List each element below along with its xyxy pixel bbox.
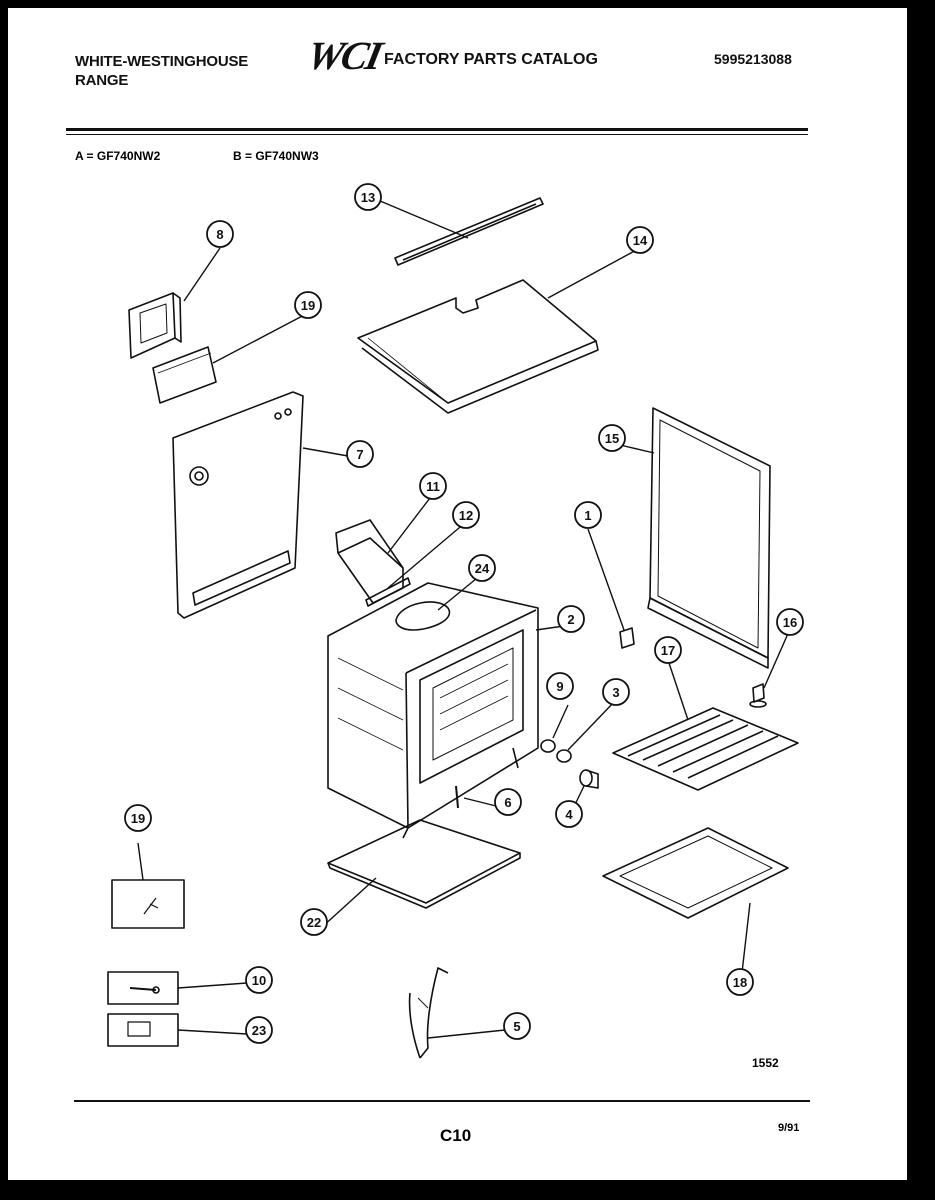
part-4-knob bbox=[579, 769, 599, 789]
svg-text:13: 13 bbox=[361, 190, 375, 205]
callout-19: 19 bbox=[124, 804, 152, 832]
callout-21: 19 bbox=[294, 291, 322, 319]
exploded-parts-diagram: 13 14 8 19 7 11 12 24 2 15 1 16 17 9 3 4… bbox=[107, 183, 804, 1059]
callout-13: 13 bbox=[354, 183, 382, 211]
callout-17: 17 bbox=[654, 636, 682, 664]
brand-name: WHITE-WESTINGHOUSE bbox=[75, 53, 249, 70]
svg-text:1: 1 bbox=[584, 508, 591, 523]
part-16-leg bbox=[749, 683, 767, 708]
callout-5: 5 bbox=[503, 1012, 531, 1040]
callout-10: 10 bbox=[245, 966, 273, 994]
svg-text:2: 2 bbox=[567, 612, 574, 627]
callout-15: 15 bbox=[598, 424, 626, 452]
part-15-door-frame bbox=[647, 407, 771, 669]
part-10-hardware-box bbox=[107, 971, 179, 1005]
product-type: RANGE bbox=[75, 72, 129, 89]
callout-4: 4 bbox=[555, 800, 583, 828]
callout-9: 9 bbox=[546, 672, 574, 700]
svg-text:8: 8 bbox=[216, 227, 223, 242]
callout-3: 3 bbox=[602, 678, 630, 706]
svg-text:10: 10 bbox=[252, 973, 266, 988]
page-number: C10 bbox=[440, 1126, 472, 1145]
catalog-sheet: WHITE-WESTINGHOUSE RANGE WCI FACTORY PAR… bbox=[8, 8, 907, 1180]
svg-text:16: 16 bbox=[783, 615, 797, 630]
brand-block: WHITE-WESTINGHOUSE RANGE bbox=[75, 52, 248, 90]
part-9-knob bbox=[540, 739, 556, 753]
figure-number: 1552 bbox=[752, 1056, 779, 1070]
part-11-flue bbox=[335, 519, 404, 604]
part-14-top-panel bbox=[357, 279, 599, 414]
svg-text:3: 3 bbox=[612, 685, 619, 700]
part-17-oven-rack bbox=[612, 707, 799, 791]
model-b: B = GF740NW3 bbox=[233, 149, 319, 163]
svg-text:15: 15 bbox=[605, 431, 619, 446]
svg-text:24: 24 bbox=[475, 561, 490, 576]
callout-22: 22 bbox=[300, 908, 328, 936]
callout-11: 11 bbox=[419, 472, 447, 500]
part-2-oven-body bbox=[327, 582, 539, 839]
part-19-hardware-box bbox=[111, 879, 185, 929]
svg-text:23: 23 bbox=[252, 1023, 266, 1038]
part-8-bracket bbox=[128, 292, 182, 359]
callout-24: 24 bbox=[468, 554, 496, 582]
callout-18: 18 bbox=[726, 968, 754, 996]
svg-text:9: 9 bbox=[556, 679, 563, 694]
svg-text:5: 5 bbox=[513, 1019, 520, 1034]
callout-1: 1 bbox=[574, 501, 602, 529]
footer-rule bbox=[74, 1100, 810, 1102]
svg-text:12: 12 bbox=[459, 508, 473, 523]
svg-text:22: 22 bbox=[307, 915, 321, 930]
svg-text:19: 19 bbox=[301, 298, 315, 313]
catalog-number: 5995213088 bbox=[714, 51, 792, 67]
callout-8: 8 bbox=[206, 220, 234, 248]
callout-2: 2 bbox=[557, 605, 585, 633]
part-23-hardware-box bbox=[107, 1013, 179, 1047]
callout-7: 7 bbox=[346, 440, 374, 468]
callout-14: 14 bbox=[626, 226, 654, 254]
part-21-small-bracket bbox=[152, 346, 217, 404]
svg-text:6: 6 bbox=[504, 795, 511, 810]
part-22-bottom-panel bbox=[327, 819, 521, 909]
part-7-rear-panel bbox=[172, 391, 304, 619]
callout-23: 23 bbox=[245, 1016, 273, 1044]
header-rule-bottom bbox=[66, 134, 808, 135]
part-5-spring-clip bbox=[408, 967, 449, 1059]
part-12-spacer bbox=[365, 577, 411, 607]
callout-12: 12 bbox=[452, 501, 480, 529]
revision-date: 9/91 bbox=[778, 1122, 800, 1134]
svg-text:17: 17 bbox=[661, 643, 675, 658]
catalog-title: FACTORY PARTS CATALOG bbox=[384, 51, 598, 68]
part-3-knob bbox=[556, 749, 572, 763]
part-1-small-clip bbox=[619, 627, 635, 649]
part-18-broiler-pan bbox=[602, 827, 789, 919]
part-24-burner bbox=[395, 601, 451, 631]
svg-text:7: 7 bbox=[356, 447, 363, 462]
svg-text:19: 19 bbox=[131, 811, 145, 826]
svg-text:4: 4 bbox=[565, 807, 573, 822]
header-rule-top bbox=[66, 128, 808, 131]
callout-16: 16 bbox=[776, 608, 804, 636]
svg-text:14: 14 bbox=[633, 233, 648, 248]
svg-text:18: 18 bbox=[733, 975, 747, 990]
part-13-trim-strip bbox=[394, 197, 544, 266]
svg-text:11: 11 bbox=[426, 479, 440, 494]
model-a: A = GF740NW2 bbox=[75, 149, 161, 163]
callout-6: 6 bbox=[494, 788, 522, 816]
part-6-pin bbox=[455, 785, 459, 809]
